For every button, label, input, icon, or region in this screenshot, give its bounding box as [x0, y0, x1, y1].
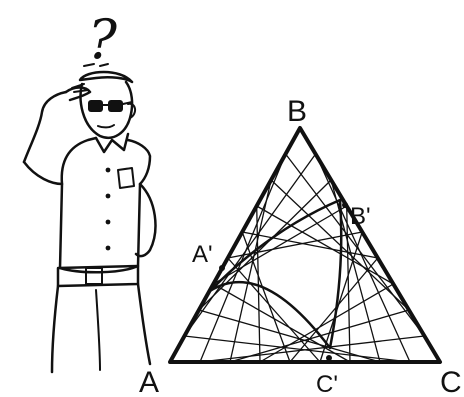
- shirt: [22, 138, 152, 274]
- envelope-lines: [183, 153, 425, 363]
- mouth: [97, 124, 115, 129]
- raised-arm: [22, 90, 68, 164]
- envelope-line: [184, 335, 411, 363]
- back-arm: [134, 182, 157, 258]
- envelope-line: [256, 205, 394, 285]
- confused-man-illustration: ?: [22, 8, 157, 374]
- glasses-lens-left: [88, 100, 103, 112]
- point-b-prime: [342, 202, 348, 208]
- envelope-line: [212, 205, 348, 285]
- glasses-bridge: [102, 101, 133, 106]
- envelope-line: [346, 205, 351, 363]
- envelope-line: [227, 257, 321, 363]
- pants-seam: [95, 289, 101, 371]
- point-a-prime: [219, 265, 225, 271]
- envelope-line: [319, 231, 363, 363]
- envelope-line: [315, 153, 411, 363]
- label-b-prime: B': [350, 203, 371, 230]
- envelope-line: [229, 179, 272, 363]
- label-c-prime: C': [316, 371, 338, 397]
- envelope-line: [330, 179, 381, 363]
- envelope-line: [198, 309, 381, 363]
- envelope-line: [259, 283, 394, 363]
- label-b: B: [287, 95, 307, 128]
- shirt-buttons: [105, 167, 111, 251]
- envelope-line: [199, 153, 287, 363]
- belt-buckle: [85, 267, 103, 285]
- label-a-prime: A': [192, 241, 213, 268]
- envelope-line: [241, 231, 291, 363]
- collar: [94, 132, 130, 154]
- glasses: [88, 100, 133, 112]
- triangle-envelope: A B C A' B' C': [139, 95, 462, 397]
- point-c-prime: [326, 355, 332, 361]
- question-mark: ?: [88, 8, 118, 71]
- glasses-lens-right: [108, 100, 123, 112]
- envelope-line: [212, 283, 351, 363]
- hair: [78, 70, 134, 84]
- label-c: C: [440, 366, 462, 397]
- fingers: [71, 83, 89, 93]
- tangent-curve: [208, 198, 343, 350]
- envelope-line: [285, 153, 425, 337]
- thought-dashes: [83, 63, 109, 67]
- pants: [50, 282, 152, 374]
- envelope-line: [183, 153, 317, 337]
- ear: [127, 102, 136, 119]
- shirt-shoulder: [60, 136, 98, 186]
- shirt-pocket: [117, 167, 135, 189]
- triangle-abc: [168, 126, 442, 364]
- envelope-line: [256, 205, 261, 363]
- envelope-line: [199, 335, 425, 363]
- label-a: A: [139, 366, 159, 397]
- head: [79, 80, 134, 139]
